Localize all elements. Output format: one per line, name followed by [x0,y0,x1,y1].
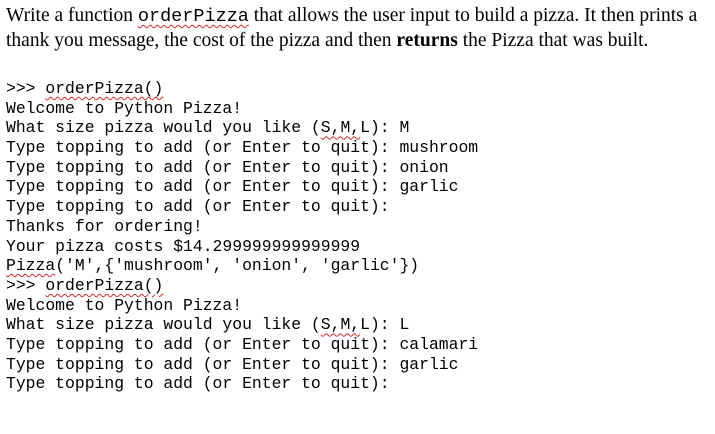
console-line: Welcome to Python Pizza! [6,98,243,118]
console-line: Thanks for ordering! [6,216,203,236]
pizza-class-name: Pizza [6,256,56,276]
returns-emphasis: returns [396,30,458,51]
console-line: What size pizza would you like (S,M,L): … [6,315,710,335]
instructions-text-3: the Pizza that was built. [457,30,649,51]
console-line: Type topping to add (or Enter to quit): … [6,157,449,177]
prompt: >>> [6,275,46,295]
console-line: What size pizza would you like (S,M,L): … [6,118,710,138]
size-answer: L): M [360,118,410,138]
instructions-text-1: Write a function [6,5,138,26]
console-line: Welcome to Python Pizza! [6,295,243,315]
size-prompt-text: What size pizza would you like ( [6,315,321,335]
instructions-text-2: that allows the user input to build a pi… [6,5,698,51]
function-call: orderPizza() [45,79,164,98]
console-line: Type topping to add (or Enter to quit): [6,197,390,217]
prompt: >>> [6,79,46,98]
console-line: Type topping to add (or Enter to quit): … [6,354,459,374]
console-line: >>> orderPizza() [6,79,710,99]
console-line: Pizza('M',{'mushroom', 'onion', 'garlic'… [6,256,710,276]
console-line: Type topping to add (or Enter to quit): … [6,334,479,354]
size-answer: L): L [360,315,410,335]
size-options: S,M, [320,315,361,335]
instructions-paragraph: Write a function orderPizza that allows … [6,4,710,53]
function-call: orderPizza() [45,275,164,295]
console-line: Type topping to add (or Enter to quit): [6,374,390,394]
document-page: Write a function orderPizza that allows … [6,4,710,394]
console-line: >>> orderPizza() [6,276,710,296]
console-line: Type topping to add (or Enter to quit): … [6,138,479,158]
pizza-repr: ('M',{'mushroom', 'onion', 'garlic'}) [55,256,420,276]
console-line: Your pizza costs $14.299999999999999 [6,236,361,256]
size-options: S,M, [320,118,361,138]
size-prompt-text: What size pizza would you like ( [6,118,321,138]
python-session-transcript: >>> orderPizza()Welcome to Python Pizza!… [6,79,710,394]
function-name: orderPizza [137,6,249,27]
console-line: Type topping to add (or Enter to quit): … [6,177,459,197]
